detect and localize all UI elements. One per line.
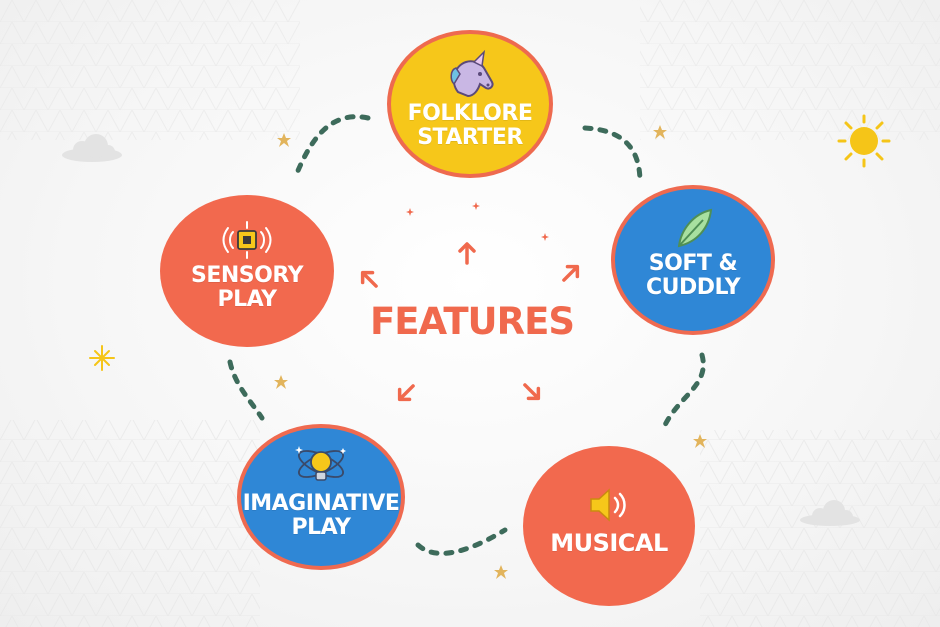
feature-soft-cuddly: SOFT & CUDDLY	[611, 185, 775, 335]
connector-path	[292, 114, 371, 181]
feather-icon	[677, 208, 713, 248]
feature-label: SENSORY PLAY	[191, 262, 304, 312]
feature-label: MUSICAL	[550, 528, 668, 557]
sun-icon	[837, 114, 891, 168]
sparkle-icon	[89, 345, 115, 371]
speaker-icon	[590, 488, 626, 522]
sparkle-icon	[472, 202, 480, 210]
star-icon	[653, 125, 667, 139]
feature-sensory-play: SENSORY PLAY	[160, 195, 334, 347]
arrow-up-icon	[458, 242, 476, 265]
connector-path	[415, 527, 508, 556]
unicorn-icon	[450, 49, 494, 97]
feature-label: IMAGINATIVE PLAY	[242, 490, 400, 540]
feature-label: SOFT & CUDDLY	[645, 250, 741, 300]
sparkle-icon	[541, 233, 549, 241]
arrow-down-right-icon	[523, 383, 541, 401]
sparkle-icon	[406, 208, 414, 216]
feature-label: FOLKLORE STARTER	[407, 100, 533, 150]
star-icon	[274, 375, 288, 389]
star-icon	[494, 565, 508, 579]
arrow-up-left-icon	[360, 270, 378, 288]
diagram-title: FEATURES	[370, 300, 575, 343]
feature-folklore-starter: FOLKLORE STARTER	[387, 30, 553, 178]
cloud-icon	[62, 134, 122, 162]
star-icon	[277, 133, 291, 147]
arrow-down-left-icon	[397, 384, 415, 402]
cloud-icon	[800, 500, 860, 526]
star-icon	[693, 434, 707, 448]
arrow-up-right-icon	[562, 264, 580, 282]
sensor-chip-icon	[222, 220, 272, 259]
connector-path	[227, 359, 265, 421]
connector-path	[582, 125, 643, 185]
connector-path	[662, 352, 706, 428]
feature-imaginative-play: IMAGINATIVE PLAY	[237, 424, 405, 570]
lightbulb-atom-icon	[295, 445, 346, 481]
feature-musical: MUSICAL	[523, 446, 695, 606]
